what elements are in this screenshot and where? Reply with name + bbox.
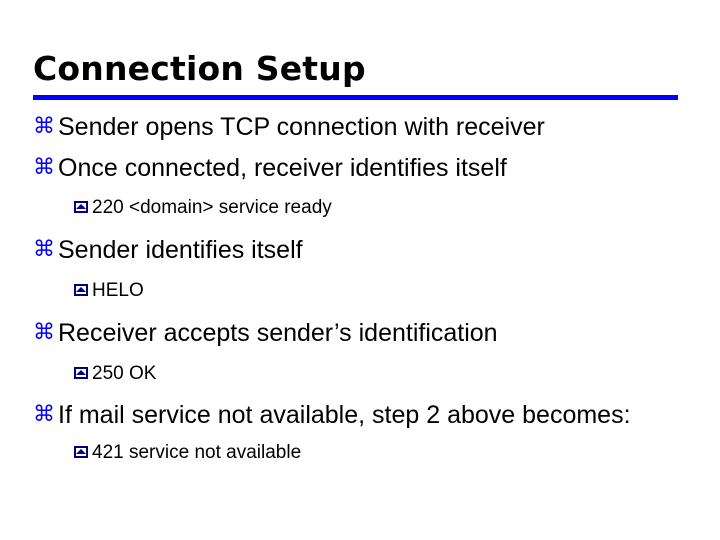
list-item: ⌘ If mail service not available, step 2 … <box>33 398 693 432</box>
command-bullet-icon: ⌘ <box>33 155 55 180</box>
sub-list-item: 250 OK <box>73 359 693 389</box>
sub-list-item-label: 421 service not available <box>92 442 302 463</box>
sub-list-item-label: 250 OK <box>92 363 157 384</box>
list-item-label: Once connected, receiver identifies itse… <box>58 154 507 182</box>
command-bullet-icon: ⌘ <box>33 114 55 139</box>
sub-list-item: 220 <domain> service ready <box>73 193 693 223</box>
command-bullet-icon: ⌘ <box>33 237 55 262</box>
title-divider <box>33 95 678 100</box>
sub-list-item: HELO <box>73 276 693 306</box>
sub-list-item-label: 220 <domain> service ready <box>92 197 332 218</box>
list-item-label: Sender opens TCP connection with receive… <box>58 113 545 141</box>
list-item: ⌘ Once connected, receiver identifies it… <box>33 151 693 185</box>
square-caret-bullet-icon <box>73 359 92 389</box>
square-caret-bullet-icon <box>73 438 92 468</box>
command-bullet-icon: ⌘ <box>33 320 55 345</box>
bullet-list: ⌘ Sender opens TCP connection with recei… <box>33 110 693 468</box>
command-bullet-icon: ⌘ <box>33 402 55 427</box>
page-title: Connection Setup <box>33 49 366 88</box>
list-item-label: If mail service not available, step 2 ab… <box>58 401 631 429</box>
list-item: ⌘ Sender identifies itself <box>33 233 693 267</box>
square-caret-bullet-icon <box>73 193 92 223</box>
list-item: ⌘ Sender opens TCP connection with recei… <box>33 110 693 144</box>
square-caret-bullet-icon <box>73 276 92 306</box>
sub-list-item-label: HELO <box>92 280 144 301</box>
list-item-label: Receiver accepts sender’s identification <box>58 319 498 347</box>
list-item-label: Sender identifies itself <box>58 236 303 264</box>
list-item: ⌘ Receiver accepts sender’s identificati… <box>33 316 693 350</box>
sub-list-item: 421 service not available <box>73 438 693 468</box>
